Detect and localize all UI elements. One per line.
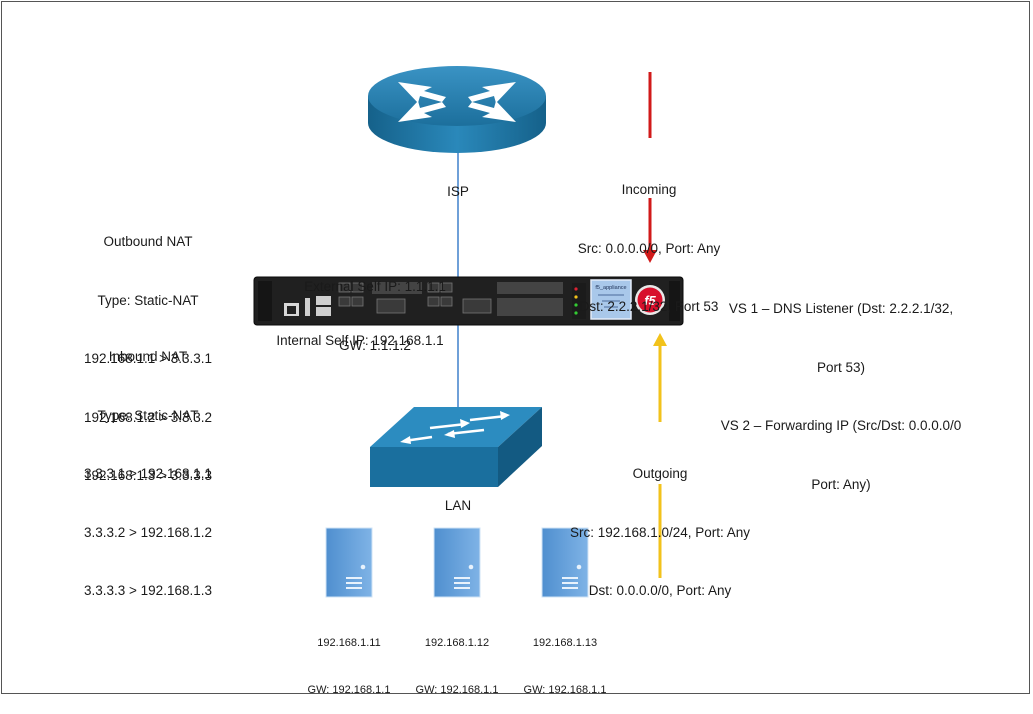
external-self-ip: External Self IP: 1.1.1.1 GW: 1.1.1.2 <box>280 238 470 375</box>
inbound-nat-title: Inbound NAT <box>108 349 188 364</box>
outgoing-arrow <box>653 333 667 578</box>
f5-logo-icon: f5 <box>644 293 656 308</box>
vs2-port-line: Port: Any) <box>811 476 871 492</box>
vs1-port-line: Port 53) <box>816 359 866 375</box>
vs1-line: VS 1 – DNS Listener (Dst: 2.2.2.1/32, <box>728 301 954 316</box>
outbound-nat-type: Type: Static-NAT <box>97 292 199 308</box>
vs2-line: VS 2 – Forwarding IP (Src/Dst: 0.0.0.0/0 <box>720 418 962 433</box>
outbound-nat-rule: 192.168.1.3 > 3.3.3.3 <box>84 468 212 483</box>
external-self-ip-line: External Self IP: 1.1.1.1 <box>304 279 446 294</box>
server-ip: 192.168.1.13 <box>532 637 598 649</box>
server-gw: GW: 192.168.1.1 <box>307 683 391 696</box>
incoming-traffic-label: Incoming Src: 0.0.0.0/0, Port: Any Dst: … <box>558 141 740 336</box>
virtual-servers-block: VS 1 – DNS Listener (Dst: 2.2.2.1/32, Po… <box>694 260 988 514</box>
lan-switch-icon <box>370 407 542 487</box>
incoming-title: Incoming <box>621 182 677 197</box>
server-gw: GW: 192.168.1.1 <box>523 683 607 696</box>
server-1-label: 192.168.1.11 GW: 192.168.1.1 <box>294 605 404 714</box>
outgoing-src: Src: 192.168.1.0/24, Port: Any <box>569 524 751 540</box>
inbound-nat-rule: 3.3.3.2 > 192.168.1.2 <box>84 524 212 540</box>
diagram-frame <box>1 1 1030 694</box>
outgoing-title: Outgoing <box>632 466 688 481</box>
server-ip: 192.168.1.11 <box>317 637 381 649</box>
server-ip: 192.168.1.12 <box>424 637 490 649</box>
external-gw-line: GW: 1.1.1.2 <box>339 337 411 353</box>
appliance-screen-title: f5_appliance <box>595 285 626 291</box>
server-icon <box>433 527 481 598</box>
incoming-src: Src: 0.0.0.0/0, Port: Any <box>577 240 721 256</box>
diagram-canvas: f5_appliance f5 <box>253 66 684 598</box>
server-icon <box>325 527 373 598</box>
isp-router-icon <box>368 66 546 153</box>
isp-label: ISP <box>447 184 469 199</box>
f5-appliance <box>253 276 684 326</box>
outbound-nat-rule: 192.168.1.1 > 3.3.3.1 <box>84 351 212 366</box>
outgoing-traffic-label: Outgoing Src: 192.168.1.0/24, Port: Any … <box>554 425 766 620</box>
outbound-nat-title: Outbound NAT <box>103 234 193 249</box>
incoming-dst: Dst: 2.2.2.1/32, Port 53 <box>579 299 719 314</box>
server-gw: GW: 192.168.1.1 <box>415 683 499 696</box>
inbound-nat-rule: 3.3.3.1 > 192.168.1.1 <box>84 466 212 481</box>
server-icon <box>541 527 589 598</box>
appliance-lcd-screen <box>590 279 632 320</box>
outbound-nat-rule: 192.168.1.2 > 3.3.3.2 <box>84 409 212 425</box>
incoming-arrow <box>643 72 657 263</box>
inbound-nat-block: Inbound NAT Type: Static-NAT 3.3.3.1 > 1… <box>62 308 234 620</box>
inbound-nat-type: Type: Static-NAT <box>97 407 199 423</box>
outbound-nat-block: Outbound NAT Type: Static-NAT 192.168.1.… <box>62 193 234 505</box>
internal-self-ip: Internal Self IP: 192.168.1.1 <box>276 333 444 348</box>
server-2-label: 192.168.1.12 GW: 192.168.1.1 <box>402 605 512 714</box>
outgoing-dst: Dst: 0.0.0.0/0, Port: Any <box>588 583 732 598</box>
lan-label: LAN <box>444 498 472 513</box>
server-3-label: 192.168.1.13 GW: 192.168.1.1 <box>510 605 620 714</box>
inbound-nat-rule: 3.3.3.3 > 192.168.1.3 <box>84 583 212 598</box>
